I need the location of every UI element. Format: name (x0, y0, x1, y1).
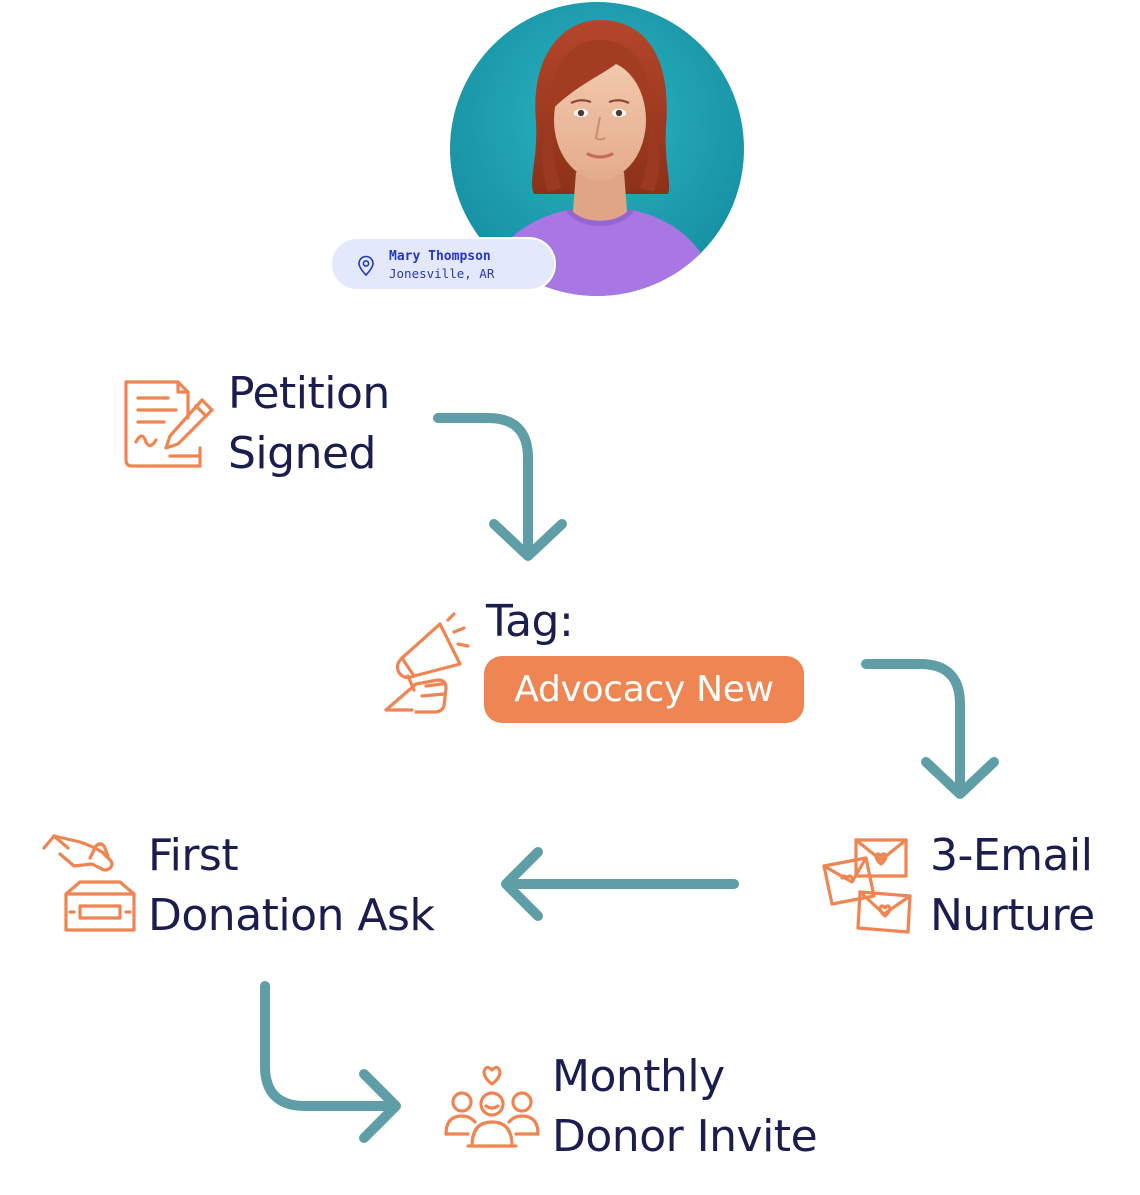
map-pin-icon (356, 255, 376, 277)
step-monthly-donor-invite: Monthly Donor Invite (552, 1047, 818, 1167)
tag-label: Tag: (486, 596, 574, 647)
petition-document-pen-icon (118, 378, 218, 470)
step-petition-signed: Petition Signed (228, 364, 390, 484)
step-line: 3-Email (930, 830, 1093, 881)
step-line: Donation Ask (148, 890, 435, 941)
arrow-donation-to-monthly (260, 981, 397, 1111)
profile-card: Mary Thompson Jonesville, AR (330, 237, 556, 291)
heart-envelopes-icon (820, 836, 920, 934)
step-line: First (148, 830, 239, 881)
step-line: Donor Invite (552, 1111, 818, 1162)
tag-badge: Advocacy New (484, 656, 804, 723)
community-heart-icon (442, 1062, 542, 1148)
arrow-tag-to-nurture (861, 659, 965, 795)
profile-name: Mary Thompson (389, 249, 491, 264)
donation-box-hand-icon (40, 834, 140, 936)
step-first-donation-ask: First Donation Ask (148, 826, 435, 946)
step-email-nurture: 3-Email Nurture (930, 826, 1095, 946)
step-line: Signed (228, 428, 376, 479)
step-line: Nurture (930, 890, 1095, 941)
step-line: Monthly (552, 1051, 725, 1102)
arrow-petition-to-tag (433, 413, 533, 557)
megaphone-hand-icon (382, 612, 472, 714)
profile-location: Jonesville, AR (389, 266, 495, 281)
step-line: Petition (228, 368, 390, 419)
